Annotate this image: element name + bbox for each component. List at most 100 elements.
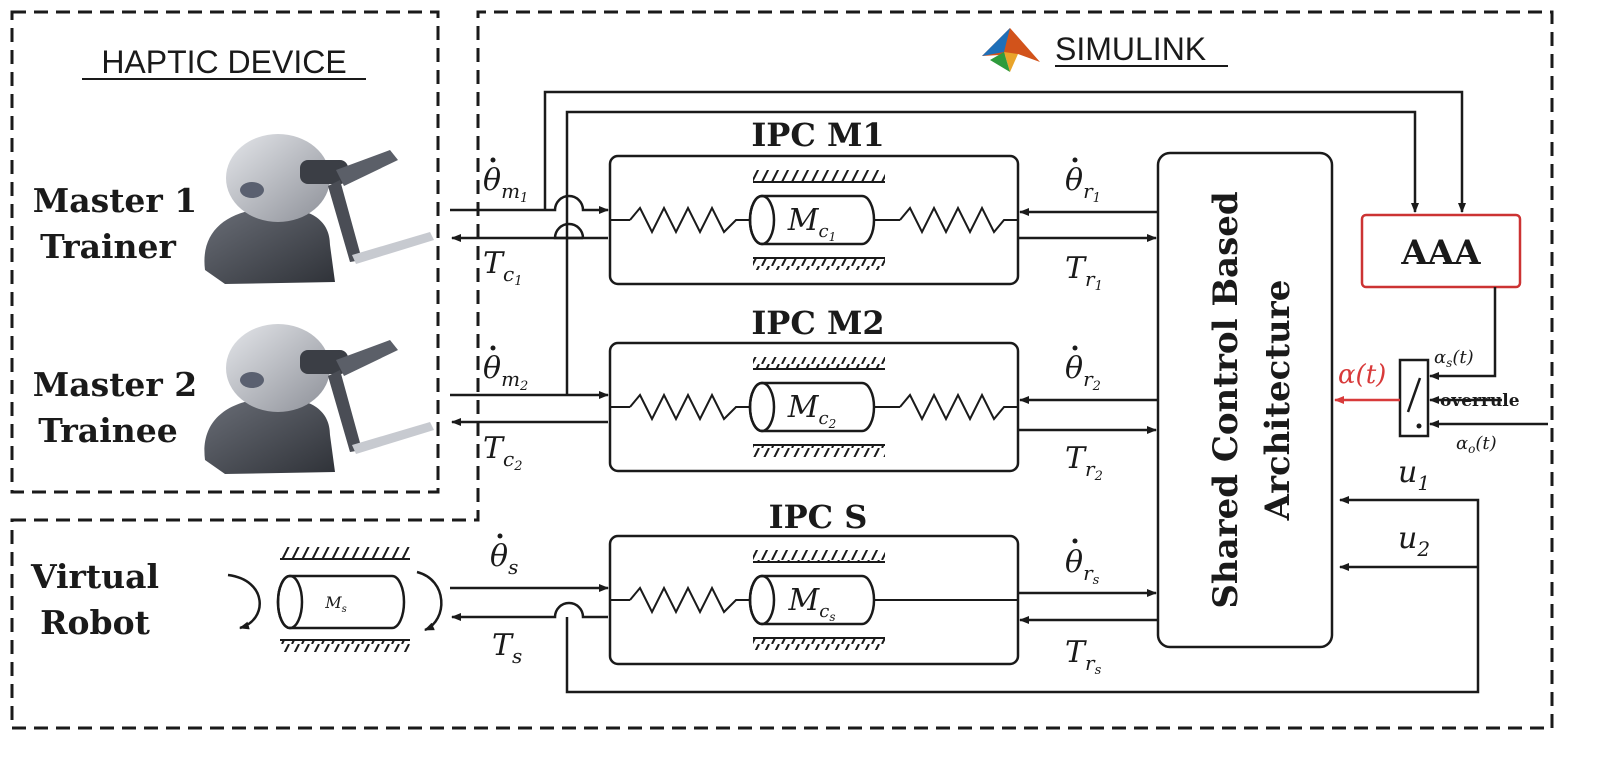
alpha-o-sub: o: [1468, 442, 1475, 456]
virtual-robot-mass: Ms: [227, 547, 443, 652]
trs-sub: r: [1085, 651, 1096, 675]
svg-text:Ts: Ts: [492, 628, 522, 668]
u2-sub: 2: [1416, 537, 1430, 561]
virtual-robot-line2: Robot: [40, 603, 151, 642]
simulink-title: SIMULINK: [1055, 31, 1206, 67]
shared-control-block: [1156, 151, 1334, 649]
svg-text:Mcs: Mcs: [788, 583, 836, 624]
trs-subsub: s: [1095, 663, 1102, 678]
ipc-m1-mass-sub: c: [818, 221, 828, 242]
tc2-label: T: [483, 431, 505, 466]
svg-text:Mc1: Mc1: [787, 203, 836, 244]
shared-control-line2: Architecture: [1258, 280, 1298, 522]
svg-text:Tc2: Tc2: [483, 431, 523, 474]
svg-text:θr1: θr1: [1065, 163, 1101, 206]
ipc-m2-mass-subsub: 2: [828, 417, 837, 431]
virtual-robot-region: [10, 10, 1554, 730]
theta-m1-subsub: 1: [520, 191, 528, 206]
aaa-feedback-lines: [543, 90, 1480, 694]
svg-text:Tr2: Tr2: [1065, 441, 1103, 484]
master-2-name: Master 2: [33, 365, 198, 404]
haptic-device-title: HAPTIC DEVICE: [101, 44, 346, 80]
tr1-subsub: 1: [1095, 279, 1103, 294]
velocity-dots: [490, 157, 1078, 544]
svg-text:θr2: θr2: [1065, 351, 1101, 394]
ipc-m2-mass-sub: c: [818, 408, 828, 429]
svg-text:θm1: θm1: [483, 163, 528, 206]
theta-s-label: θ: [490, 539, 508, 574]
ts-sub: s: [512, 644, 522, 668]
alpha-o-arg: (t): [1475, 433, 1496, 454]
ipc-m1-mass-subsub: 1: [829, 230, 837, 244]
simulink-logo-icon: [982, 28, 1040, 72]
tc2-subsub: 2: [513, 459, 522, 474]
theta-s-sub: s: [508, 555, 518, 579]
left-signals: [450, 194, 609, 621]
tc1-sub: c: [503, 262, 514, 286]
theta-rs-sub: r: [1083, 561, 1094, 585]
u2-label: u: [1398, 521, 1417, 556]
ipc-m2-mass: M: [787, 390, 820, 425]
svg-text:Tr1: Tr1: [1065, 251, 1103, 294]
svg-text:Tc1: Tc1: [483, 246, 523, 289]
ipc-m2-block: IPC M2 Mc2: [608, 304, 1020, 473]
ipc-m1-block: IPC M1 Mc1: [608, 116, 1020, 286]
svg-text:θm2: θm2: [483, 351, 528, 394]
tr2-subsub: 2: [1094, 469, 1103, 484]
alpha-s-arg: (t): [1452, 347, 1473, 368]
theta-m2-label: θ: [483, 351, 501, 386]
u1-label: u: [1398, 455, 1417, 490]
tc2-sub: c: [503, 447, 514, 471]
tr1-sub: r: [1085, 267, 1096, 291]
alpha-o-label: α: [1456, 433, 1468, 454]
ipc-s-mass: M: [788, 583, 821, 618]
ts-label: T: [492, 628, 514, 663]
shared-control-line1: Shared Control Based: [1206, 191, 1246, 608]
tr1-label: T: [1065, 251, 1087, 286]
svg-text:Mc2: Mc2: [787, 390, 836, 431]
theta-r1-subsub: 1: [1093, 191, 1101, 206]
ipc-m1-mass: M: [787, 203, 820, 238]
alpha-s-sub: s: [1446, 356, 1452, 370]
master-2-role: Trainee: [38, 411, 177, 450]
virtual-robot-mass-symbol: M: [324, 593, 342, 612]
theta-r2-subsub: 2: [1092, 379, 1101, 394]
svg-text:Ms: Ms: [324, 593, 347, 615]
alpha-s-label: α: [1434, 347, 1446, 368]
virtual-robot-line1: Virtual: [30, 557, 159, 596]
ipc-s-mass-sub: c: [819, 601, 829, 622]
master-1-role: Trainer: [40, 227, 176, 266]
svg-text:θs: θs: [490, 539, 518, 579]
theta-rs-label: θ: [1065, 545, 1083, 580]
aaa-label: AAA: [1400, 233, 1481, 273]
tr2-sub: r: [1085, 457, 1096, 481]
master-2-device-icon: [204, 324, 434, 474]
svg-text:θrs: θrs: [1065, 545, 1100, 588]
svg-text:αs(t): αs(t): [1434, 347, 1474, 370]
svg-text:u1: u1: [1398, 455, 1430, 495]
theta-m2-subsub: 2: [519, 379, 528, 394]
theta-r2-label: θ: [1065, 351, 1083, 386]
right-signals: [1018, 208, 1158, 624]
svg-text:Trs: Trs: [1065, 635, 1102, 678]
master-1-name: Master 1: [33, 181, 198, 220]
virtual-robot-mass-sub: s: [342, 604, 347, 615]
ipc-s-mass-subsub: s: [829, 610, 835, 624]
master-1-device-icon: [204, 134, 434, 284]
ipc-s-block: IPC S Mcs: [608, 498, 1020, 666]
tc1-label: T: [483, 246, 505, 281]
tc1-subsub: 1: [514, 274, 522, 289]
alpha-output-label: α(t): [1338, 360, 1386, 390]
tr2-label: T: [1065, 441, 1087, 476]
u1-sub: 1: [1417, 471, 1430, 495]
haptic-device-region: [10, 10, 440, 494]
theta-m1-label: θ: [483, 163, 501, 198]
theta-m2-sub: m: [501, 367, 520, 391]
overrule-label: overrule: [1440, 391, 1520, 411]
theta-r1-label: θ: [1065, 163, 1083, 198]
theta-r2-sub: r: [1083, 367, 1094, 391]
trs-label: T: [1065, 635, 1087, 670]
aaa-block: [1360, 213, 1522, 289]
theta-r1-sub: r: [1083, 179, 1094, 203]
